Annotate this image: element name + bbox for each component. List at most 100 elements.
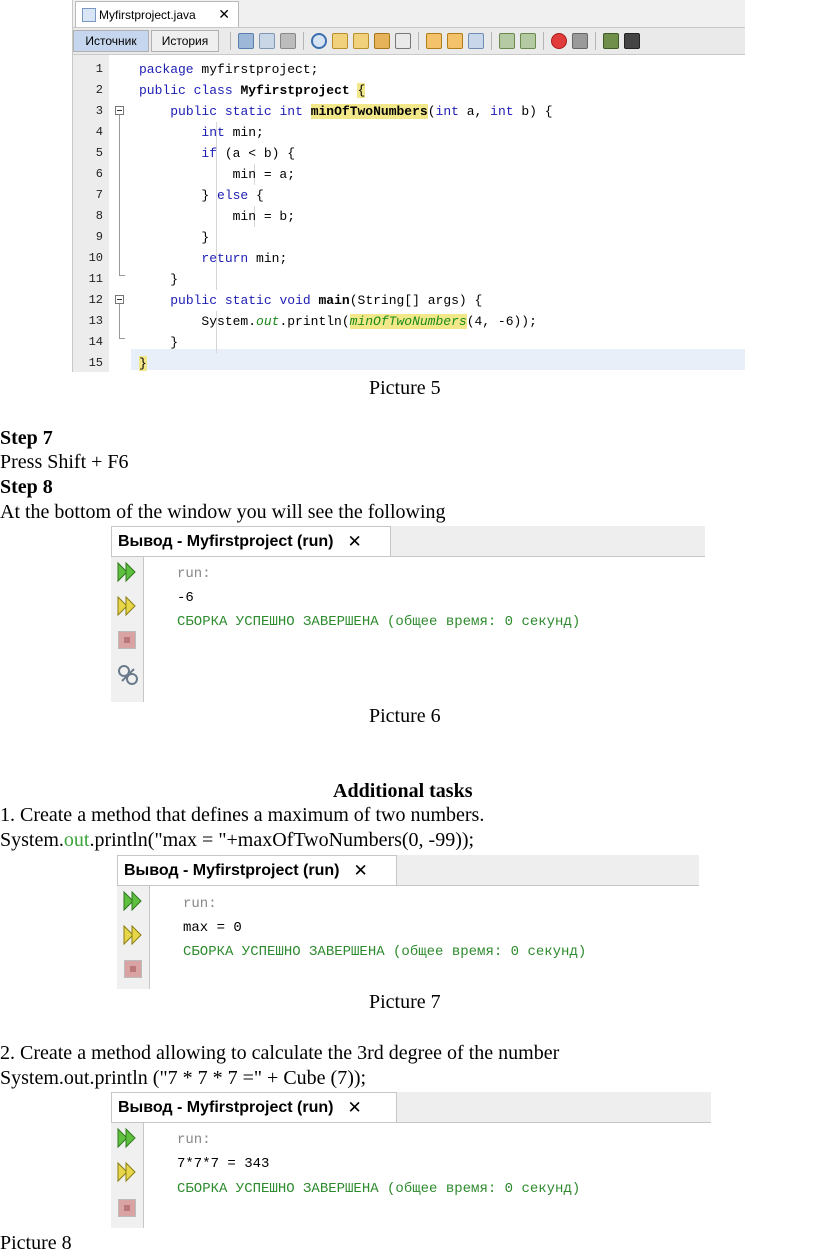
fold-toggle-icon[interactable] xyxy=(115,295,124,304)
file-tab-label: Myfirstproject.java xyxy=(99,7,196,22)
output-value-line: 7*7*7 = 343 xyxy=(177,1156,270,1172)
code-token: out xyxy=(256,314,280,329)
start-macro-recording-icon[interactable] xyxy=(551,33,567,49)
code-token: class xyxy=(193,83,233,98)
find-next-icon[interactable] xyxy=(353,33,369,49)
code-line[interactable]: public static int minOfTwoNumbers(int a,… xyxy=(139,101,553,122)
rerun-with-params-icon[interactable] xyxy=(116,595,138,617)
fold-toggle-icon[interactable] xyxy=(115,106,124,115)
code-token: myfirstproject; xyxy=(193,62,319,77)
close-icon[interactable]: ✕ xyxy=(353,860,368,880)
code-token: { xyxy=(248,188,264,203)
tab-source[interactable]: Источник xyxy=(73,30,149,52)
line-number: 15 xyxy=(88,356,103,370)
task-1-code-pre: System. xyxy=(0,829,64,851)
stop-icon[interactable] xyxy=(124,960,142,978)
code-line[interactable]: } xyxy=(139,332,178,353)
code-token: } xyxy=(170,335,179,350)
code-line[interactable]: int min; xyxy=(139,122,264,143)
output-tab[interactable]: Вывод - Myfirstproject (run) ✕ xyxy=(111,1092,397,1122)
file-tab-myfirstproject[interactable]: Myfirstproject.java ✕ xyxy=(75,1,239,27)
back-icon[interactable] xyxy=(259,33,275,49)
rerun-icon[interactable] xyxy=(122,890,144,912)
code-token: } xyxy=(201,230,210,245)
code-token: else xyxy=(217,188,249,203)
code-token: int xyxy=(279,104,303,119)
shift-left-icon[interactable] xyxy=(499,33,515,49)
output-tab[interactable]: Вывод - Myfirstproject (run) ✕ xyxy=(111,526,391,556)
line-number: 7 xyxy=(95,188,103,202)
find-icon[interactable] xyxy=(311,33,327,49)
find-previous-icon[interactable] xyxy=(332,33,348,49)
close-icon[interactable]: ✕ xyxy=(347,1097,362,1117)
line-number: 10 xyxy=(88,251,103,265)
task-2-code: System.out.println ("7 * 7 * 7 =" + Cube… xyxy=(0,1067,367,1089)
code-token: int xyxy=(201,125,225,140)
output-status-line: СБОРКА УСПЕШНО ЗАВЕРШЕНА (общее время: 0… xyxy=(183,944,587,960)
code-token: (String[] args) { xyxy=(349,293,483,308)
forward-icon[interactable] xyxy=(280,33,296,49)
shift-right-icon[interactable] xyxy=(520,33,536,49)
previous-bookmark-icon[interactable] xyxy=(426,33,442,49)
stop-icon[interactable] xyxy=(118,631,136,649)
code-area[interactable]: package myfirstproject;public class Myfi… xyxy=(131,55,745,372)
editor-tab-bar: Myfirstproject.java ✕ xyxy=(73,0,745,28)
code-line[interactable]: } else { xyxy=(139,185,264,206)
code-line[interactable]: return min; xyxy=(139,248,287,269)
chart-icon[interactable] xyxy=(624,33,640,49)
task-2-text: 2. Create a method allowing to calculate… xyxy=(0,1042,560,1064)
toolbar-icons xyxy=(228,31,640,51)
code-line[interactable]: } xyxy=(139,353,147,374)
code-line[interactable]: if (a < b) { xyxy=(139,143,295,164)
rerun-with-params-icon[interactable] xyxy=(122,924,144,946)
stop-macro-recording-icon[interactable] xyxy=(572,33,588,49)
code-token: main xyxy=(318,293,350,308)
code-line[interactable]: public static void main(String[] args) { xyxy=(139,290,482,311)
toggle-bookmark-icon[interactable] xyxy=(468,33,484,49)
toggle-highlight-icon[interactable] xyxy=(374,33,390,49)
code-editor-screenshot: Myfirstproject.java ✕ Источник История xyxy=(72,0,745,372)
code-token: min = b; xyxy=(232,209,296,224)
toolbar-separator xyxy=(543,32,544,50)
code-token xyxy=(311,293,319,308)
code-token: public xyxy=(139,83,186,98)
output-tab-label: Вывод - Myfirstproject (run) xyxy=(124,861,340,879)
indent-guide xyxy=(254,206,255,227)
tab-history[interactable]: История xyxy=(151,30,219,52)
code-token: minOfTwoNumbers xyxy=(310,104,428,119)
last-edit-icon[interactable] xyxy=(238,33,254,49)
additional-tasks-heading: Additional tasks xyxy=(333,780,473,802)
code-token: public xyxy=(170,104,218,119)
code-line[interactable]: min = b; xyxy=(139,206,295,227)
code-token: b) { xyxy=(513,104,553,119)
next-bookmark-icon[interactable] xyxy=(447,33,463,49)
code-line[interactable]: min = a; xyxy=(139,164,295,185)
settings-wrench-icon[interactable] xyxy=(116,663,140,687)
output-side-toolbar xyxy=(111,557,144,702)
rerun-with-params-icon[interactable] xyxy=(116,1161,138,1183)
code-line[interactable]: package myfirstproject; xyxy=(139,59,318,80)
code-line[interactable]: System.out.println(minOfTwoNumbers(4, -6… xyxy=(139,311,537,332)
fold-line xyxy=(119,115,120,275)
output-tab[interactable]: Вывод - Myfirstproject (run) ✕ xyxy=(117,855,397,885)
line-number: 8 xyxy=(95,209,103,223)
code-token: { xyxy=(357,83,366,98)
output-tab-label: Вывод - Myfirstproject (run) xyxy=(118,1098,334,1116)
close-icon[interactable]: ✕ xyxy=(347,531,362,551)
close-icon[interactable]: ✕ xyxy=(218,6,230,22)
stop-icon[interactable] xyxy=(118,1199,136,1217)
java-file-icon xyxy=(82,7,96,22)
indent-guide xyxy=(254,164,255,185)
code-token: } xyxy=(201,188,218,203)
code-token: a, xyxy=(458,104,491,119)
check-icon[interactable] xyxy=(603,33,619,49)
code-token: min; xyxy=(224,125,264,140)
code-line[interactable]: public class Myfirstproject { xyxy=(139,80,366,101)
code-token: (a < b) { xyxy=(217,146,296,161)
code-line[interactable]: } xyxy=(139,269,178,290)
rerun-icon[interactable] xyxy=(116,561,138,583)
code-line[interactable]: } xyxy=(139,227,209,248)
toggle-rectangular-selection-icon[interactable] xyxy=(395,33,411,49)
step-8-text: At the bottom of the window you will see… xyxy=(0,501,446,523)
rerun-icon[interactable] xyxy=(116,1127,138,1149)
